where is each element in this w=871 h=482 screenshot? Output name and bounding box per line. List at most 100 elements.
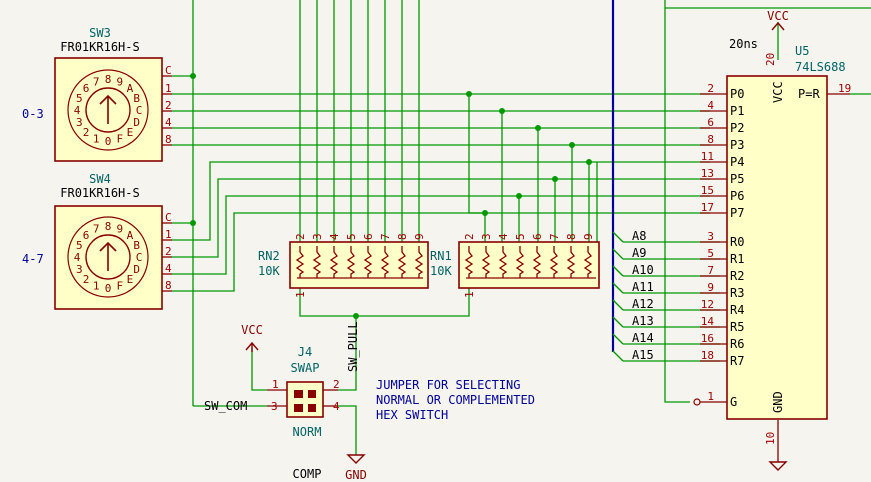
u5-pin-name-P2: P2	[730, 121, 744, 135]
bus-label-A8: A8	[632, 229, 646, 243]
sw4-dial-2: 2	[83, 273, 90, 286]
sw4-dial-9: 9	[117, 222, 124, 235]
j4-value: SWAP	[291, 361, 320, 375]
sw3-dial-0: 0	[105, 135, 112, 148]
sw3-dial-3: 3	[76, 116, 83, 129]
gnd-label-j4: GND	[345, 468, 367, 482]
sw4-pin-c: C	[165, 211, 172, 224]
sw3-dial-1: 1	[93, 133, 100, 146]
rn1-resistor-2	[464, 246, 474, 278]
rn2-pin-9: 9	[413, 233, 426, 240]
u5-pin-name-P7: P7	[730, 206, 744, 220]
rn2-resistor-4	[329, 246, 339, 278]
rn2-resistor-6	[363, 246, 373, 278]
sw3-value: FR01KR16H-S	[60, 40, 139, 54]
sw3-dial-8: 8	[105, 73, 112, 86]
rn2-pin-2: 2	[294, 233, 307, 240]
j4-pin-1: 1	[272, 378, 279, 391]
sw4-dial-F: F	[117, 280, 124, 293]
sw3-range: 0-3	[22, 107, 44, 121]
junctions	[190, 73, 592, 319]
sw4-dial-A: A	[127, 229, 134, 242]
j4-ref: J4	[298, 345, 312, 359]
rn1-pin-2: 2	[463, 233, 476, 240]
sw4-dial-8: 8	[105, 220, 112, 233]
rn2-pin-common: 1	[294, 291, 307, 298]
sw3-dial-5: 5	[76, 92, 83, 105]
sw3-pin-8: 8	[165, 133, 172, 146]
wires	[172, 0, 871, 455]
u5-pin-num-R5: 14	[701, 315, 715, 328]
sw3-dial-C: C	[136, 104, 143, 117]
sw3-dial-A: A	[127, 82, 134, 95]
u5-pin-name-P3: P3	[730, 138, 744, 152]
rn1-ref: RN1	[430, 249, 452, 263]
j4-norm-label: NORM	[293, 425, 322, 439]
sw4-pin-1: 1	[165, 228, 172, 241]
bus-label-A13: A13	[632, 314, 654, 328]
sw4-pin-4: 4	[165, 262, 172, 275]
rn2-pin-4: 4	[328, 233, 341, 240]
rn1-resistor-9	[583, 246, 593, 278]
rn2-value: 10K	[258, 264, 280, 278]
u5-pin-num-P0: 2	[707, 82, 714, 95]
u5-pin-name-R2: R2	[730, 269, 744, 283]
sw4-range: 4-7	[22, 252, 44, 266]
rn1-resistors	[464, 246, 593, 278]
j4-comp-label: COMP	[293, 467, 322, 481]
sw4-dial-4: 4	[74, 251, 81, 264]
u5-pin-name-R1: R1	[730, 252, 744, 266]
sw3-ref: SW3	[89, 26, 111, 40]
u5-pin-num-P3: 8	[707, 133, 714, 146]
sw3-dial-E: E	[127, 126, 134, 139]
rn1-resistor-5	[515, 246, 525, 278]
j4-pin-3: 3	[271, 400, 278, 413]
u5-pin-name-G: G	[730, 395, 737, 409]
u5-pin-num-R6: 16	[701, 332, 714, 345]
sw4-pin-2: 2	[165, 245, 172, 258]
net-sw-pull: SW_PULL	[346, 321, 360, 372]
rn2-resistor-3	[312, 246, 322, 278]
u5-vcc-pin: 20	[764, 53, 777, 66]
rn2-ref: RN2	[258, 249, 280, 263]
power-symbols: VCC GND VCC	[241, 9, 789, 482]
sw3-pin-1: 1	[165, 82, 172, 95]
rn2-pin-3: 3	[311, 233, 324, 240]
bus-label-A9: A9	[632, 246, 646, 260]
sw3-dial-4: 4	[74, 104, 81, 117]
u5-out-pin: 19	[838, 82, 851, 95]
note-line-3: HEX SWITCH	[376, 408, 448, 422]
u5-vcc-name: VCC	[771, 81, 785, 103]
u5-gnd-name: GND	[771, 391, 785, 413]
sw4-dial-7: 7	[93, 222, 100, 235]
rn1-pin-6: 6	[531, 233, 544, 240]
sw4-dial-C: C	[136, 251, 143, 264]
u5-pin-num-P7: 17	[701, 201, 714, 214]
rn1-pin-8: 8	[565, 233, 578, 240]
u5-pin-name-R7: R7	[730, 354, 744, 368]
sw3-pin-c: C	[165, 64, 172, 77]
sw4-dial-6: 6	[83, 229, 90, 242]
u5-pin-num-P1: 4	[707, 99, 714, 112]
sw4-dial-1: 1	[93, 280, 100, 293]
note-line-2: NORMAL OR COMPLEMENTED	[376, 393, 535, 407]
sw3-dial-7: 7	[93, 75, 100, 88]
u5-pin-num-R7: 18	[701, 349, 714, 362]
rn2-pin-6: 6	[362, 233, 375, 240]
u5-pin-name-P1: P1	[730, 104, 744, 118]
u5-pin-num-G: 1	[707, 390, 714, 403]
u5-pin-name-R0: R0	[730, 235, 744, 249]
net-sw-com: SW_COM	[204, 399, 247, 413]
sw4-dial-5: 5	[76, 239, 83, 252]
note-line-1: JUMPER FOR SELECTING	[376, 378, 521, 392]
rn1-resistor-3	[481, 246, 491, 278]
